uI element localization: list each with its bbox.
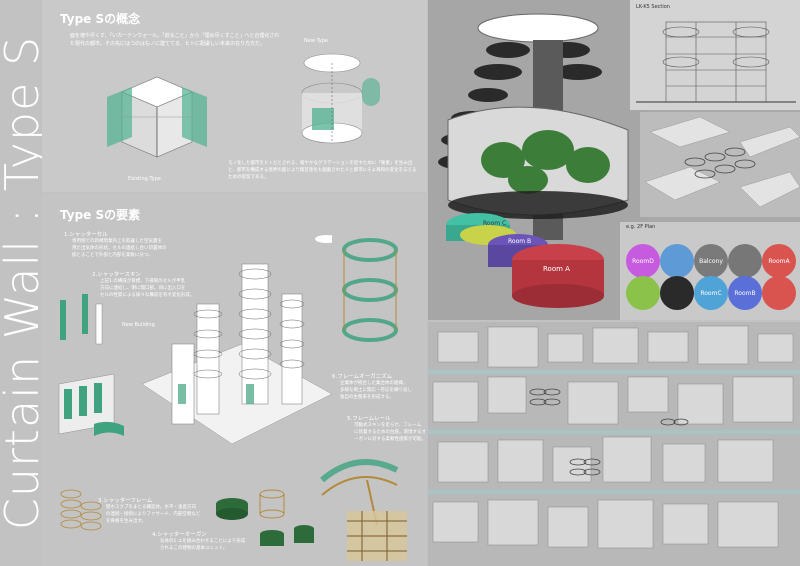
room-modules-render xyxy=(446,213,604,308)
new-building-label: New Building xyxy=(122,322,155,328)
item-3-text: 壁ホスクブをまとる構造体。水平・垂直方向の連続・接続によりファサード、内部空間な… xyxy=(106,505,201,524)
site-model-panel xyxy=(640,112,800,217)
concept-lower-text: モノ化した都市をヒトだとされる、縦やかなグラデーションを促すために「要素」を生み… xyxy=(228,161,417,180)
plan-panel: e.g. 2F Plan RoomD Balcony RoomA RoomC R… xyxy=(620,222,800,320)
plan-room-d: RoomD xyxy=(626,244,660,278)
plan-room-d-circle xyxy=(660,244,694,278)
section-title: LK-K5 Section xyxy=(636,4,670,10)
elements-panel: Type Sの要素 1.シャッターセル 専用側での新規現業内上を取違した空気膜を… xyxy=(42,194,427,566)
frame-organism-drawing xyxy=(342,238,398,342)
shutter-frame-drawing xyxy=(60,489,102,531)
plan-room-a: RoomA xyxy=(762,244,796,278)
item-6-text: 企業体が統合した集合体の組織。多様な風土に関応・存応を繰り返し独自の生態系を形成… xyxy=(340,381,412,400)
elements-heading: Type Sの要素 xyxy=(60,208,141,222)
plan-room-a2 xyxy=(762,276,796,310)
plan-stair xyxy=(660,276,694,310)
item-2-title: 2.シャッタースキン xyxy=(92,272,141,278)
concept-heading: Type Sの概念 xyxy=(60,12,141,26)
item-1-text: 専用側での新規現業内上を取違した空気膜を用た出気体の形状。セルの連結し合い均置体… xyxy=(72,239,167,258)
existing-type-label: Existing Type xyxy=(128,176,161,182)
existing-type-diagram xyxy=(107,76,207,158)
plan-core xyxy=(728,244,762,278)
plan-room-c: RoomC xyxy=(694,276,728,310)
detail-drawing xyxy=(347,511,407,561)
shutter-cell-drawing xyxy=(60,294,103,345)
item-5-text: 可動式スキンを走らせ、フレームに装着するための台座。環境するオーガンに対する柔軟… xyxy=(354,423,426,442)
hero-render-panel: Room A Room B Room C xyxy=(428,0,800,320)
concept-body: 面を増や尽くす、「いカーテンウォール。「創ること」から「埋め尽くすこと」へと合理… xyxy=(70,33,280,47)
shutter-organ-drawing xyxy=(216,489,314,546)
item-3-title: 3.シャッターフレーム xyxy=(98,498,153,504)
city-massing-render xyxy=(428,322,800,566)
central-building-model xyxy=(142,235,332,445)
hero-room-b: Room B xyxy=(508,238,532,245)
section-drawing xyxy=(636,21,796,103)
hero-room-c: Room C xyxy=(483,220,507,227)
section-panel: LK-K5 Section xyxy=(630,0,800,110)
item-4-text: 気体の1.ユを組み合わせることにより形成されるこの建物の基本ユニット。 xyxy=(160,539,246,551)
new-type-diagram xyxy=(301,53,380,144)
plan-balcony: Balcony xyxy=(694,244,728,278)
item-4-title: 4.シャッターオーガン xyxy=(152,532,207,538)
shutter-skin-drawing xyxy=(58,373,124,436)
hero-room-a: Room A xyxy=(543,265,570,273)
city-render-panel xyxy=(428,322,800,566)
item-6-title: 6.フレームオーガニズム xyxy=(332,374,393,380)
site-model-render xyxy=(640,112,800,217)
item-5-title: 5.フレームレール xyxy=(347,416,391,422)
plan-room-e xyxy=(626,276,660,310)
new-type-label: New Type xyxy=(304,38,328,44)
plan-room-b: RoomB xyxy=(728,276,762,310)
plan-title: e.g. 2F Plan xyxy=(626,224,656,230)
concept-panel: Type Sの概念 面を増や尽くす、「いカーテンウォール。「創ること」から「埋め… xyxy=(42,0,427,192)
vertical-title: Curtain Wall : Type S xyxy=(0,35,49,531)
item-1-title: 1.シャッターセル xyxy=(64,232,108,238)
item-2-text: 上記1.の構成が目標、下様限のセルが半乳方向に連結し、明に開口部。同に出入口をセ… xyxy=(100,279,195,298)
